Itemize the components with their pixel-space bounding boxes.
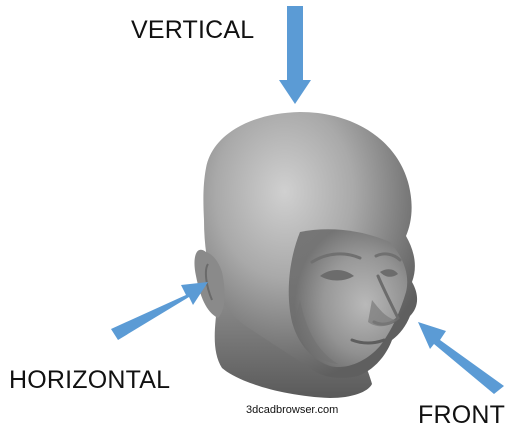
head-illustration (194, 112, 417, 398)
arrow-front (418, 322, 504, 394)
label-vertical: VERTICAL (131, 18, 254, 43)
arrow-vertical (279, 6, 311, 104)
watermark: 3dcadbrowser.com (246, 404, 338, 416)
label-horizontal: HORIZONTAL (9, 368, 170, 393)
label-front: FRONT (418, 403, 505, 428)
arrow-horizontal (111, 282, 208, 340)
